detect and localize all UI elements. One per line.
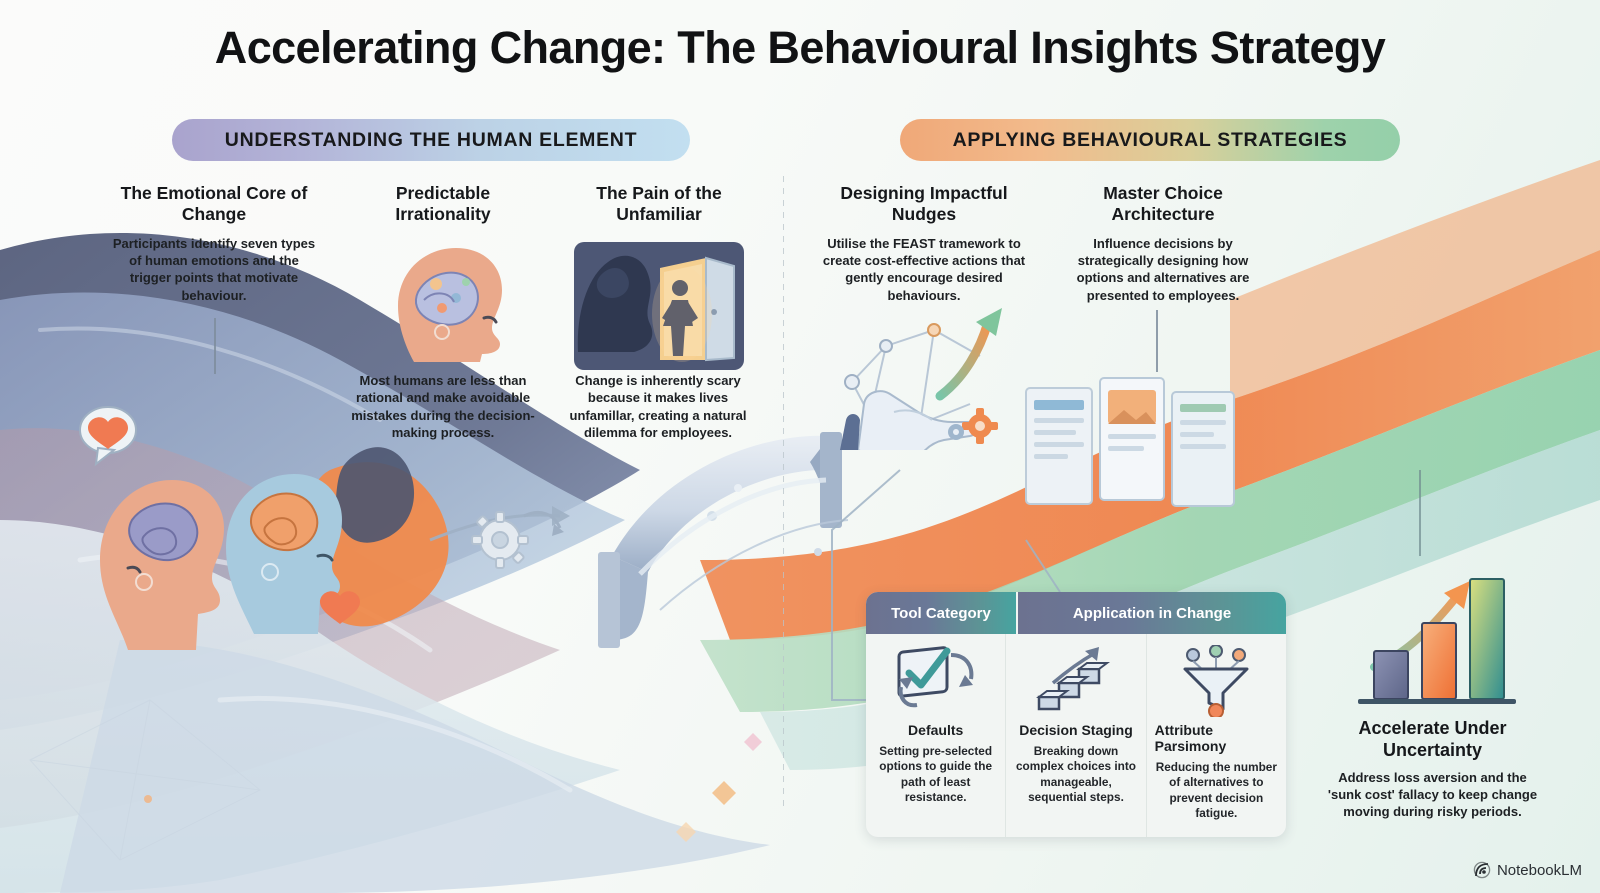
column-predictable-irrationality-body-wrap: Most humans are less than rational and m… (345, 372, 541, 441)
table-cell-defaults: Defaults Setting pre-selected options to… (866, 634, 1007, 837)
person-doorway-shadow-icon (574, 242, 744, 370)
column-predictable-irrationality-heading: Predictable Irrationality (395, 183, 491, 225)
layered-screens-icon (1025, 377, 1235, 507)
column-designing-nudges: Designing Impactful Nudges Utilise the F… (818, 183, 1030, 304)
tool-name-attribute-parsimony: Attribute Parsimony (1154, 722, 1227, 754)
tool-desc-attribute-parsimony: Reducing the number of alternatives to p… (1155, 760, 1277, 820)
column-emotional-core-body: Participants identify seven types of hum… (112, 235, 316, 303)
column-master-choice-architecture-heading: Master Choice Architecture (1103, 183, 1223, 225)
column-designing-nudges-body: Utilise the FEAST tramework to create co… (822, 235, 1026, 303)
table-header-row: Tool Category Application in Change (866, 592, 1286, 634)
column-pain-unfamiliar-body: Change is inherently scary because it ma… (569, 373, 747, 440)
two-heads-brains-hearts-icon (79, 406, 360, 650)
leader-line-architecture (1156, 310, 1158, 372)
column-predictable-irrationality: Predictable Irrationality (348, 183, 538, 226)
column-emotional-core: The Emotional Core of Change Participant… (108, 183, 320, 304)
column-predictable-irrationality-body: Most humans are less than rational and m… (351, 373, 535, 440)
notebooklm-icon (1473, 861, 1491, 879)
gear-rotate-icon (471, 511, 564, 569)
table-cell-decision-staging: Decision Staging Breaking down complex c… (1006, 634, 1147, 837)
checkbox-arrow-icon (893, 642, 979, 720)
section-pill-understanding-label: UNDERSTANDING THE HUMAN ELEMENT (224, 128, 638, 151)
tool-name-decision-staging: Decision Staging (1019, 722, 1133, 738)
column-master-choice-architecture: Master Choice Architecture Influence dec… (1068, 183, 1258, 304)
column-accelerate-uncertainty-body: Address loss aversion and the 'sunk cost… (1327, 769, 1538, 820)
leader-line-emotional (214, 318, 216, 374)
tool-desc-decision-staging: Breaking down complex choices into manag… (1016, 744, 1136, 804)
growth-bar-chart-icon (1358, 578, 1516, 704)
section-pill-applying-label: APPLYING BEHAVIOURAL STRATEGIES (952, 128, 1348, 151)
column-pain-unfamiliar-body-wrap: Change is inherently scary because it ma… (554, 372, 762, 441)
column-pain-unfamiliar: The Pain of the Unfamiliar (556, 183, 762, 226)
table-header-tool-category: Tool Category (866, 592, 1018, 634)
tool-name-defaults: Defaults (908, 722, 964, 738)
column-pain-unfamiliar-heading: The Pain of the Unfamiliar (596, 183, 722, 225)
table-header-application: Application in Change (1018, 592, 1286, 634)
column-emotional-core-heading: The Emotional Core of Change (120, 183, 308, 225)
tool-desc-defaults: Setting pre-selected options to guide th… (879, 744, 993, 804)
column-designing-nudges-heading: Designing Impactful Nudges (840, 183, 1008, 225)
funnel-filter-icon (1173, 642, 1259, 720)
bridge-illustration (598, 432, 849, 648)
column-accelerate-uncertainty: Accelerate Under Uncertainty Address los… (1325, 718, 1540, 821)
head-profile-brain-gears-icon (398, 248, 502, 362)
hand-network-arrow-icon (840, 308, 1002, 450)
column-accelerate-uncertainty-heading: Accelerate Under Uncertainty (1358, 718, 1507, 760)
watermark: NotebookLM (1473, 861, 1582, 879)
table-body: Defaults Setting pre-selected options to… (866, 634, 1286, 837)
watermark-label: NotebookLM (1496, 861, 1582, 879)
tool-category-table: Tool Category Application in Change Defa… (866, 592, 1286, 837)
section-pill-applying: APPLYING BEHAVIOURAL STRATEGIES (900, 119, 1400, 161)
section-pill-understanding: UNDERSTANDING THE HUMAN ELEMENT (172, 119, 690, 161)
table-cell-attribute-parsimony: Attribute Parsimony Reducing the number … (1147, 634, 1286, 837)
stairs-arrow-icon (1033, 642, 1119, 720)
column-master-choice-architecture-body: Influence decisions by strategically des… (1076, 235, 1250, 303)
page-title: Accelerating Change: The Behavioural Ins… (214, 22, 1386, 73)
section-divider (783, 176, 784, 810)
